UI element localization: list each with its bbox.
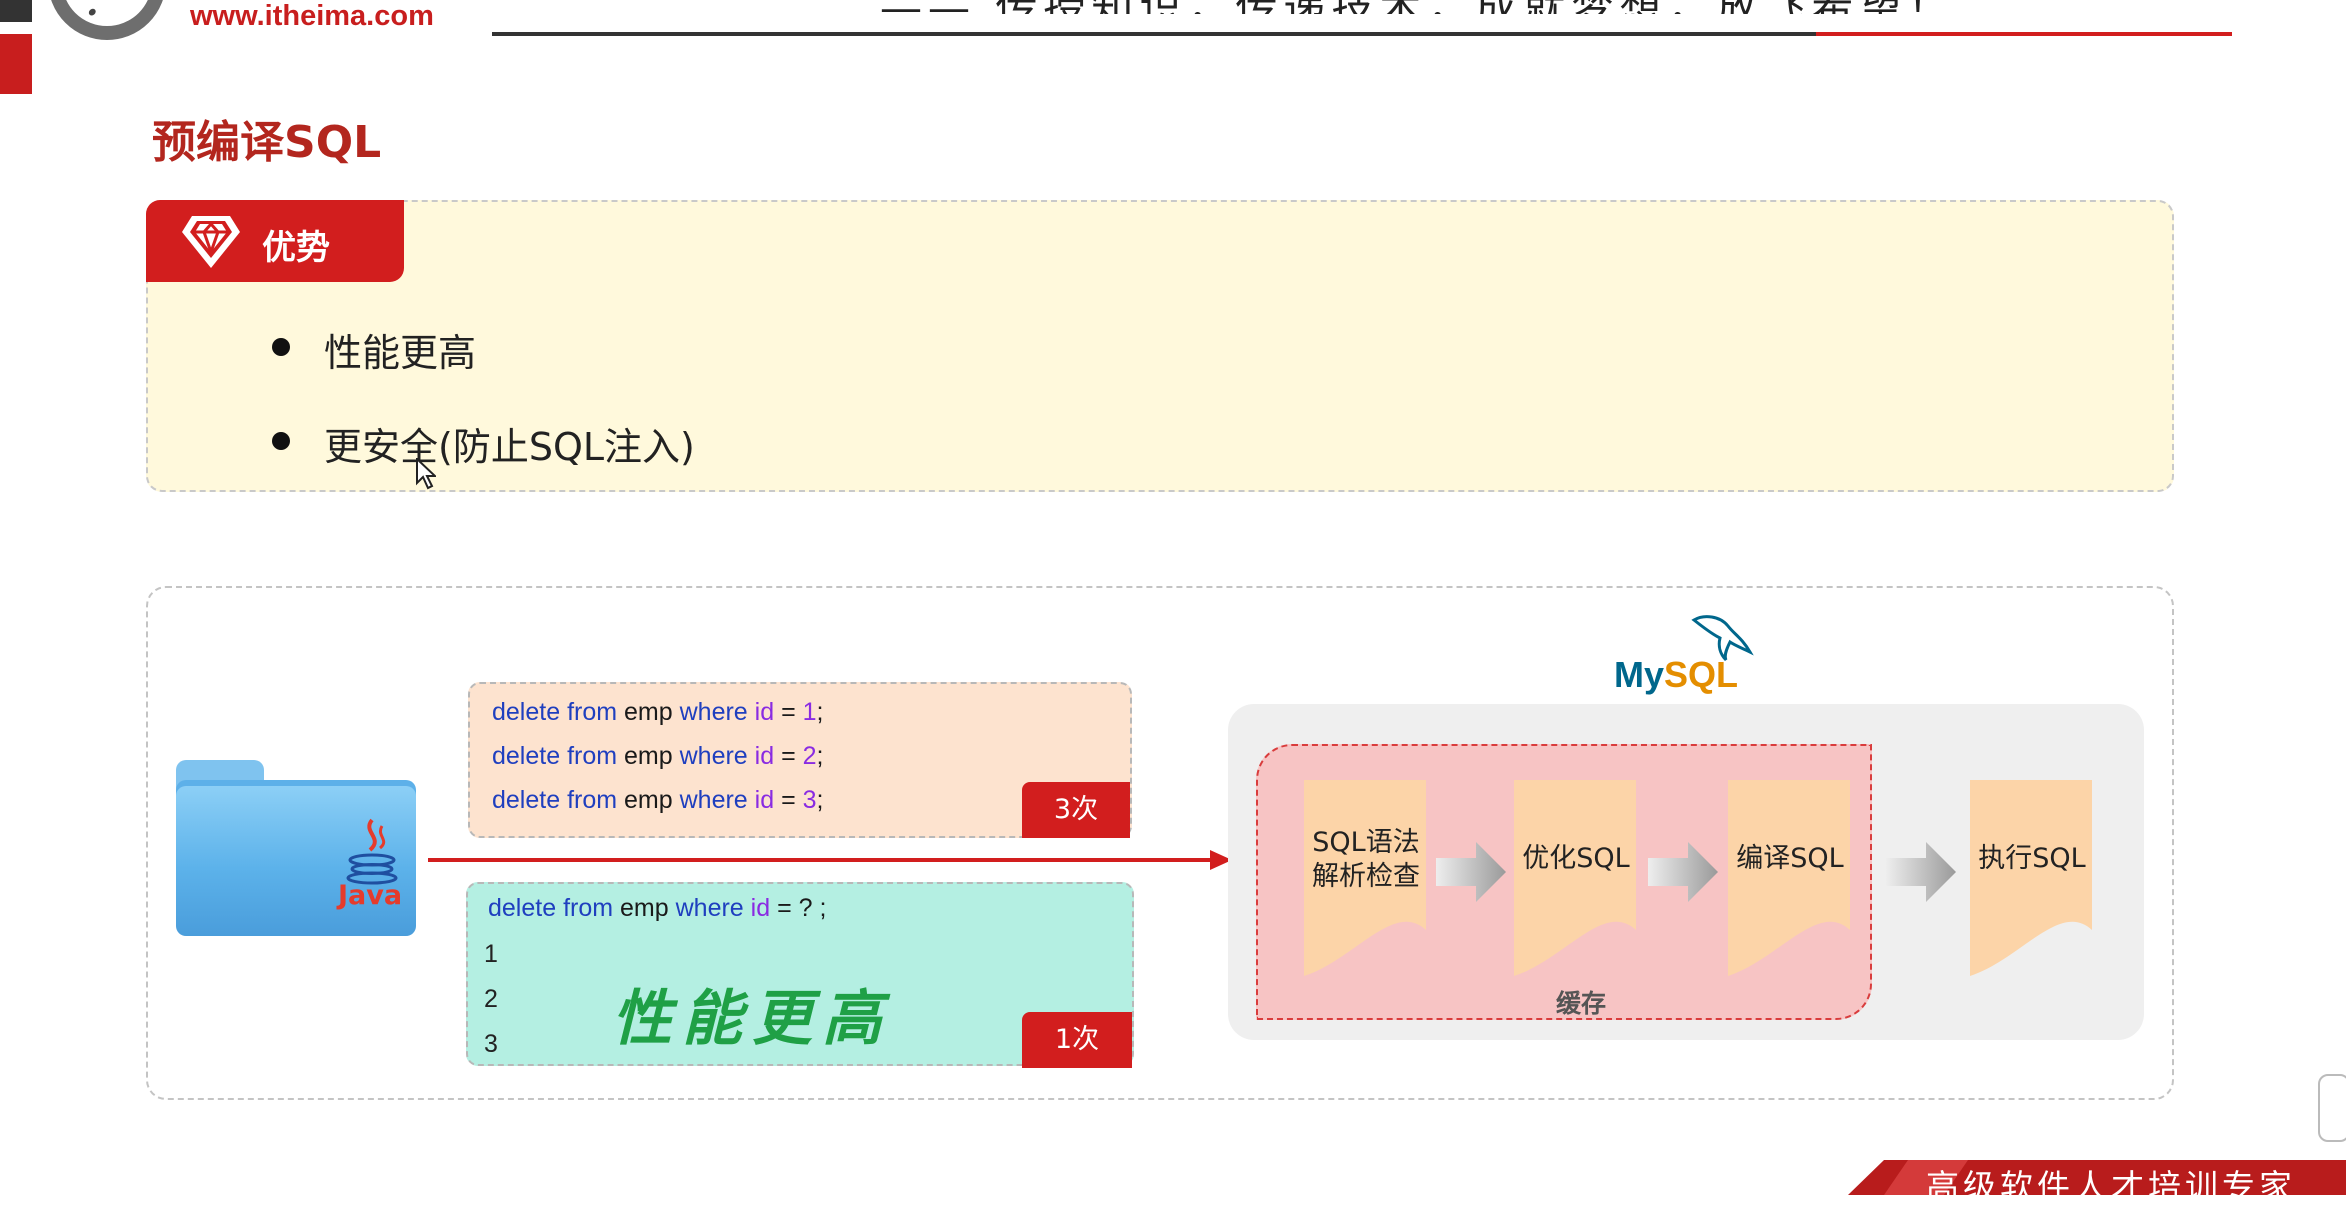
java-logo-icon — [346, 818, 398, 885]
arrow-right-icon — [1886, 842, 1956, 902]
step-label-execute: 执行SQL — [1978, 843, 2086, 874]
mouse-cursor-icon — [416, 458, 436, 490]
arrow-right-icon — [1436, 842, 1506, 902]
mysql-dolphin-icon — [1691, 615, 1754, 662]
arrow-right-icon — [1648, 842, 1718, 902]
page-title: 预编译SQL — [152, 117, 382, 168]
advantages-label: 优势 — [262, 228, 330, 268]
footer-banner — [1848, 1160, 2346, 1195]
performance-callout: 性能更高 — [612, 984, 892, 1054]
param-value: 1 — [484, 940, 498, 968]
step-card-parse — [1304, 780, 1426, 976]
header-slogan: —— 传授知识，传递技术，成就梦想，放飞希望！ — [880, 0, 2240, 14]
arrow-right-icon — [1210, 850, 1232, 870]
advantages-tab — [146, 200, 404, 282]
cache-label: 缓存 — [1556, 989, 1607, 1018]
advantage-item-performance: 性能更高 — [324, 331, 477, 375]
step-label-optimize: 优化SQL — [1522, 843, 1630, 874]
itheima-logo-icon — [48, 0, 166, 40]
itheima-logo-mark: . — [86, 0, 99, 24]
brand-edge-tab — [0, 0, 32, 22]
brand-red-tab — [0, 34, 32, 94]
bullet-dot — [272, 338, 290, 356]
header-divider — [492, 32, 2232, 36]
code-line: delete from emp where id = 3; — [492, 786, 824, 814]
folder-icon-front — [176, 786, 416, 936]
repeated-count-badge: 3次 — [1022, 782, 1130, 838]
diamond-icon — [182, 216, 240, 268]
step-label-compile: 编译SQL — [1736, 843, 1844, 874]
prepared-count-badge: 1次 — [1022, 1012, 1132, 1068]
code-line: delete from emp where id = 2; — [492, 742, 824, 770]
header-divider-accent — [1816, 32, 2232, 36]
site-url: www.itheima.com — [190, 0, 434, 32]
mysql-logo: MySQL — [1614, 654, 1739, 695]
param-value: 3 — [484, 1030, 498, 1058]
code-line: delete from emp where id = 1; — [492, 698, 824, 726]
java-label: Java — [338, 880, 403, 911]
bullet-dot — [272, 432, 290, 450]
step-card-compile — [1728, 780, 1850, 976]
advantage-item-security: 更安全(防止SQL注入) — [324, 425, 695, 469]
footer-slogan: 高级软件人才培训专家 — [1926, 1167, 2296, 1206]
request-arrow — [428, 858, 1216, 862]
code-line: delete from emp where id = ? ; — [488, 894, 827, 922]
step-card-execute — [1970, 780, 2092, 976]
advantages-panel — [146, 200, 2174, 492]
param-value: 2 — [484, 985, 498, 1013]
side-handle[interactable] — [2318, 1074, 2346, 1142]
step-card-optimize — [1514, 780, 1636, 976]
repeated-statements-box: delete from emp where id = 1; delete fro… — [468, 682, 1132, 838]
step-label-parse: SQL语法解析检查 — [1312, 827, 1420, 892]
